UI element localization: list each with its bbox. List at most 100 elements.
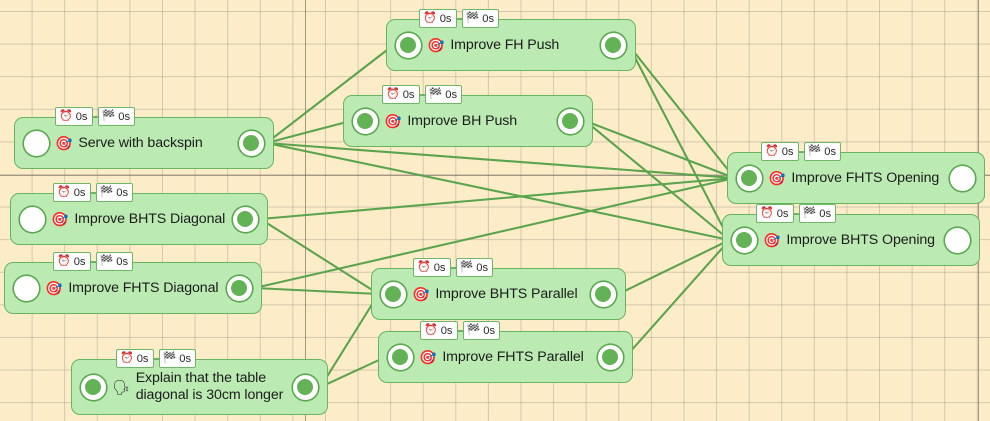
node-badges: ⏰0s🏁0s bbox=[761, 142, 842, 161]
node-output-port[interactable] bbox=[598, 344, 623, 370]
checkered-flag-icon: 🏁 bbox=[802, 207, 817, 219]
node-badges: ⏰0s🏁0s bbox=[419, 9, 500, 28]
node-input-port[interactable] bbox=[14, 275, 39, 301]
node-input-port[interactable] bbox=[388, 344, 413, 370]
node-input-port[interactable] bbox=[396, 32, 421, 58]
checkered-flag-icon: 🏁 bbox=[101, 110, 116, 122]
badge-value: 0s bbox=[439, 12, 452, 25]
node-title: Serve with backspin bbox=[78, 134, 203, 151]
badge-connector bbox=[798, 150, 804, 153]
node-title: Explain that the table diagonal is 30cm … bbox=[135, 370, 284, 403]
badge-completion: 🏁0s bbox=[798, 204, 837, 223]
edge-improve-bh-push-to-improve-fhts-opening[interactable] bbox=[570, 119, 750, 180]
alarm-clock-icon: ⏰ bbox=[386, 88, 400, 100]
node-title: Improve BHTS Opening bbox=[786, 231, 935, 248]
node-input-port[interactable] bbox=[24, 130, 49, 156]
alarm-clock-icon: ⏰ bbox=[120, 352, 134, 364]
goal-target-icon: 🎯 bbox=[45, 280, 63, 296]
node-improve-bhts-parallel[interactable]: ⏰0s🏁0s 🎯Improve BHTS Parallel bbox=[371, 258, 626, 320]
node-badges: ⏰0s🏁0s bbox=[116, 349, 197, 368]
badge-value: 0s bbox=[75, 110, 88, 123]
badge-completion: 🏁0s bbox=[461, 9, 500, 28]
edge-improve-fh-push-to-improve-bhts-opening[interactable] bbox=[613, 43, 745, 242]
edge-improve-bh-push-to-improve-bhts-opening[interactable] bbox=[570, 119, 745, 242]
node-input-port[interactable] bbox=[381, 281, 406, 307]
node-badges: ⏰0s🏁0s bbox=[55, 107, 136, 126]
node-input-port[interactable] bbox=[20, 206, 45, 232]
badge-value: 0s bbox=[73, 255, 86, 268]
node-output-port[interactable] bbox=[227, 275, 252, 301]
badge-duration: ⏰0s bbox=[53, 183, 91, 202]
node-improve-bh-push[interactable]: ⏰0s🏁0s🎯Improve BH Push bbox=[343, 85, 593, 147]
badge-value: 0s bbox=[116, 255, 129, 268]
node-improve-fhts-diagonal[interactable]: ⏰0s🏁0s🎯Improve FHTS Diagonal bbox=[4, 252, 262, 314]
canvas-axis-vertical-right bbox=[978, 0, 979, 421]
node-improve-bhts-diagonal[interactable]: ⏰0s🏁0s🎯Improve BHTS Diagonal bbox=[10, 183, 268, 245]
goal-target-icon: 🎯 bbox=[763, 232, 781, 248]
edge-serve-with-backspin-to-improve-fhts-opening[interactable] bbox=[251, 141, 750, 180]
node-improve-fhts-parallel[interactable]: ⏰0s🏁0s🎯Improve FHTS Parallel bbox=[378, 321, 633, 383]
node-title: Improve FHTS Parallel bbox=[442, 348, 584, 365]
node-input-port[interactable] bbox=[353, 108, 378, 134]
checkered-flag-icon: 🏁 bbox=[459, 261, 474, 273]
badge-connector bbox=[457, 329, 463, 332]
node-output-port[interactable] bbox=[293, 374, 318, 400]
node-title: Improve BHTS Diagonal bbox=[74, 210, 226, 227]
node-title: Improve BHTS Parallel bbox=[435, 285, 578, 302]
node-output-port[interactable] bbox=[233, 206, 258, 232]
node-output-port[interactable] bbox=[945, 227, 970, 253]
badge-value: 0s bbox=[136, 352, 149, 365]
checkered-flag-icon: 🏁 bbox=[466, 324, 481, 336]
badge-connector bbox=[153, 357, 159, 360]
checkered-flag-icon: 🏁 bbox=[162, 352, 177, 364]
badge-duration: ⏰0s bbox=[420, 321, 458, 340]
badge-duration: ⏰0s bbox=[761, 142, 799, 161]
badge-completion: 🏁0s bbox=[462, 321, 501, 340]
checkered-flag-icon: 🏁 bbox=[465, 12, 480, 24]
node-label: 🗣Explain that the table diagonal is 30cm… bbox=[106, 370, 293, 404]
node-output-port[interactable] bbox=[558, 108, 583, 134]
badge-duration: ⏰0s bbox=[756, 204, 794, 223]
node-output-port[interactable] bbox=[950, 165, 975, 191]
node-label: 🎯 Improve BH Push bbox=[378, 113, 558, 130]
alarm-clock-icon: ⏰ bbox=[57, 186, 71, 198]
node-input-port[interactable] bbox=[732, 227, 757, 253]
badge-duration: ⏰0s bbox=[419, 9, 457, 28]
edge-improve-bhts-diagonal-to-improve-fhts-opening[interactable] bbox=[245, 176, 750, 221]
goal-target-icon: 🎯 bbox=[384, 113, 402, 129]
goal-target-icon: 🎯 bbox=[55, 135, 73, 151]
node-output-port[interactable] bbox=[591, 281, 616, 307]
badge-value: 0s bbox=[445, 88, 458, 101]
edge-serve-with-backspin-to-improve-bhts-opening[interactable] bbox=[251, 141, 745, 242]
node-improve-fh-push[interactable]: ⏰0s🏁0s🎯Improve FH Push bbox=[386, 9, 636, 71]
edge-improve-fhts-diagonal-to-improve-bhts-parallel[interactable] bbox=[239, 286, 394, 296]
node-title: Improve FH Push bbox=[450, 36, 560, 53]
checkered-flag-icon: 🏁 bbox=[428, 88, 443, 100]
node-badges: ⏰0s🏁0s bbox=[413, 258, 494, 277]
node-label: 🎯Improve BHTS Parallel bbox=[406, 286, 591, 303]
node-improve-bhts-opening[interactable]: ⏰0s🏁0s 🎯 Improve BHTS Opening bbox=[722, 204, 980, 266]
node-improve-fhts-opening[interactable]: ⏰0s🏁0s🎯Improve FHTS Opening bbox=[727, 142, 985, 204]
node-label: 🎯 Improve FHTS Parallel bbox=[413, 349, 598, 366]
node-input-port[interactable] bbox=[81, 374, 106, 400]
node-explain-table-diagonal[interactable]: ⏰0s🏁0s🗣Explain that the table diagonal i… bbox=[71, 349, 328, 415]
badge-value: 0s bbox=[402, 88, 415, 101]
badge-value: 0s bbox=[482, 12, 495, 25]
checkered-flag-icon: 🏁 bbox=[807, 145, 822, 157]
badge-value: 0s bbox=[483, 324, 496, 337]
badge-value: 0s bbox=[781, 145, 794, 158]
node-input-port[interactable] bbox=[737, 165, 762, 191]
goal-target-icon: 🎯 bbox=[51, 211, 69, 227]
node-output-port[interactable] bbox=[601, 32, 626, 58]
node-output-port[interactable] bbox=[239, 130, 264, 156]
goal-target-icon: 🎯 bbox=[427, 37, 445, 53]
node-serve-with-backspin[interactable]: ⏰0s🏁0s🎯Serve with backspin bbox=[14, 107, 274, 169]
node-badges: ⏰0s🏁0s bbox=[420, 321, 501, 340]
goal-target-icon: 🎯 bbox=[419, 349, 437, 365]
badge-value: 0s bbox=[73, 186, 86, 199]
node-label: 🎯Improve FHTS Diagonal bbox=[39, 280, 227, 297]
badge-completion: 🏁0s bbox=[97, 107, 136, 126]
node-title: Improve BH Push bbox=[407, 112, 518, 129]
badge-value: 0s bbox=[824, 145, 837, 158]
